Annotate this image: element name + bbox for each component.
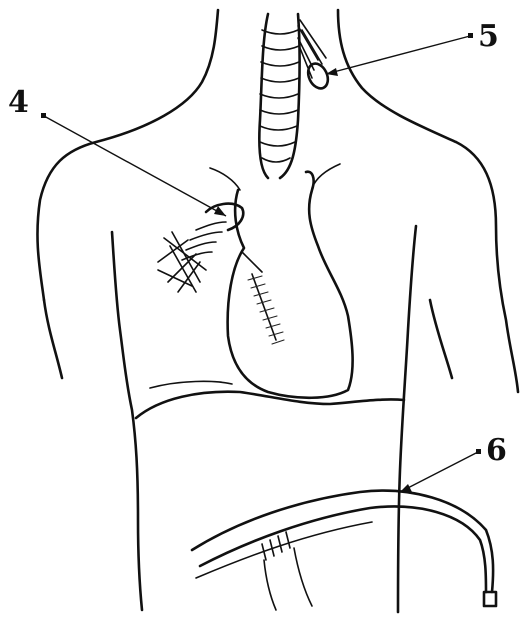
callout-line-4 [44,116,226,216]
stomach [228,172,353,398]
callout-line-6 [400,452,478,492]
callout-arrowhead-6 [400,484,412,492]
callouts: 4 5 6 [8,19,507,492]
trachea [259,14,299,178]
callout-line-5 [326,36,470,74]
callout-marker-6 [476,449,481,454]
callout-label-4: 4 [8,85,29,120]
bronchus-stump [158,204,243,292]
callout-marker-4 [41,113,46,118]
callout-arrowhead-4 [214,206,226,216]
feeding-tube [192,491,496,610]
callout-label-6: 6 [486,433,507,468]
torso-outline [37,10,518,612]
cervical-stoma [298,20,332,92]
callout-label-5: 5 [478,19,499,54]
callout-marker-5 [468,33,473,38]
